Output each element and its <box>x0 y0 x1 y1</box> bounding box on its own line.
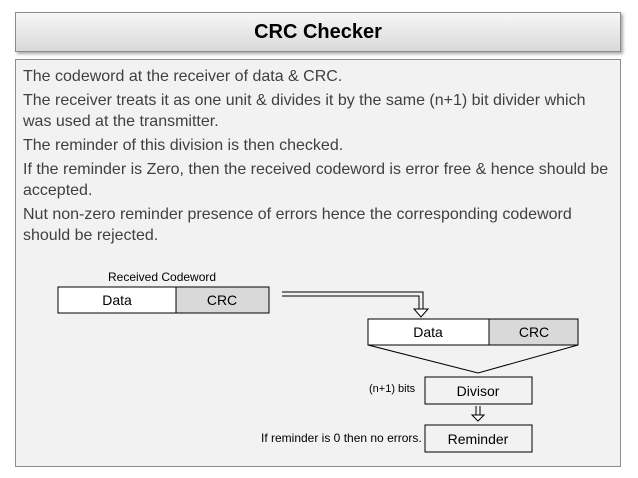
received-data-cell <box>57 286 177 314</box>
bullet-item: Nut non-zero reminder presence of errors… <box>23 206 572 244</box>
dividend-crc-label: CRC <box>519 324 549 340</box>
dividend-crc-cell <box>488 318 579 346</box>
bullet-item: If the reminder is Zero, then the receiv… <box>23 161 609 199</box>
bits-label: (n+1) bits <box>369 383 416 395</box>
dividend-data-label: Data <box>413 324 443 340</box>
bullet-item: The reminder of this division is then ch… <box>23 137 344 154</box>
bullet-item: The codeword at the receiver of data & C… <box>23 68 343 85</box>
remainder-label: Reminder <box>448 431 509 447</box>
received-codeword-label: Received Codeword <box>108 270 216 284</box>
remainder-note: If reminder is 0 then no errors. <box>261 431 422 445</box>
page-title: CRC Checker <box>254 20 382 43</box>
divisor-box <box>424 376 533 405</box>
bullet-list: The codeword at the receiver of data & C… <box>23 66 613 249</box>
received-crc-label: CRC <box>207 292 237 308</box>
title-bar: CRC Checker <box>15 12 621 52</box>
remainder-box <box>424 424 533 453</box>
dividend-data-cell <box>367 318 490 346</box>
divisor-label: Divisor <box>457 383 500 399</box>
received-crc-cell <box>175 286 270 314</box>
division-funnel <box>367 344 579 374</box>
down-arrow-icon <box>470 406 486 422</box>
bullet-item: The receiver treats it as one unit & div… <box>23 92 586 130</box>
connector-arrow <box>282 291 430 318</box>
received-data-label: Data <box>102 292 132 308</box>
